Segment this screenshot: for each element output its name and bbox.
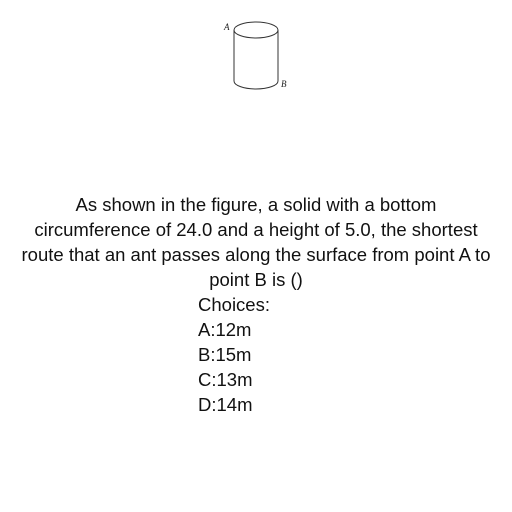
choice-b: B:15m xyxy=(198,344,252,365)
choice-c: C:13m xyxy=(198,369,253,390)
cylinder-bottom-arc xyxy=(233,80,279,90)
choices-header: Choices: xyxy=(198,294,270,315)
cylinder-figure: A B xyxy=(218,14,294,94)
point-a-label: A xyxy=(223,22,230,32)
question-text: As shown in the figure, a solid with a b… xyxy=(21,194,491,290)
question-block: As shown in the figure, a solid with a b… xyxy=(16,192,496,292)
cylinder-diagram: A B xyxy=(223,21,287,90)
choice-d: D:14m xyxy=(198,394,253,415)
cylinder-top-ellipse xyxy=(233,21,279,39)
choices-list: Choices: A:12m B:15m C:13m D:14m xyxy=(198,292,270,417)
point-b-label: B xyxy=(281,79,287,89)
choice-a: A:12m xyxy=(198,319,252,340)
